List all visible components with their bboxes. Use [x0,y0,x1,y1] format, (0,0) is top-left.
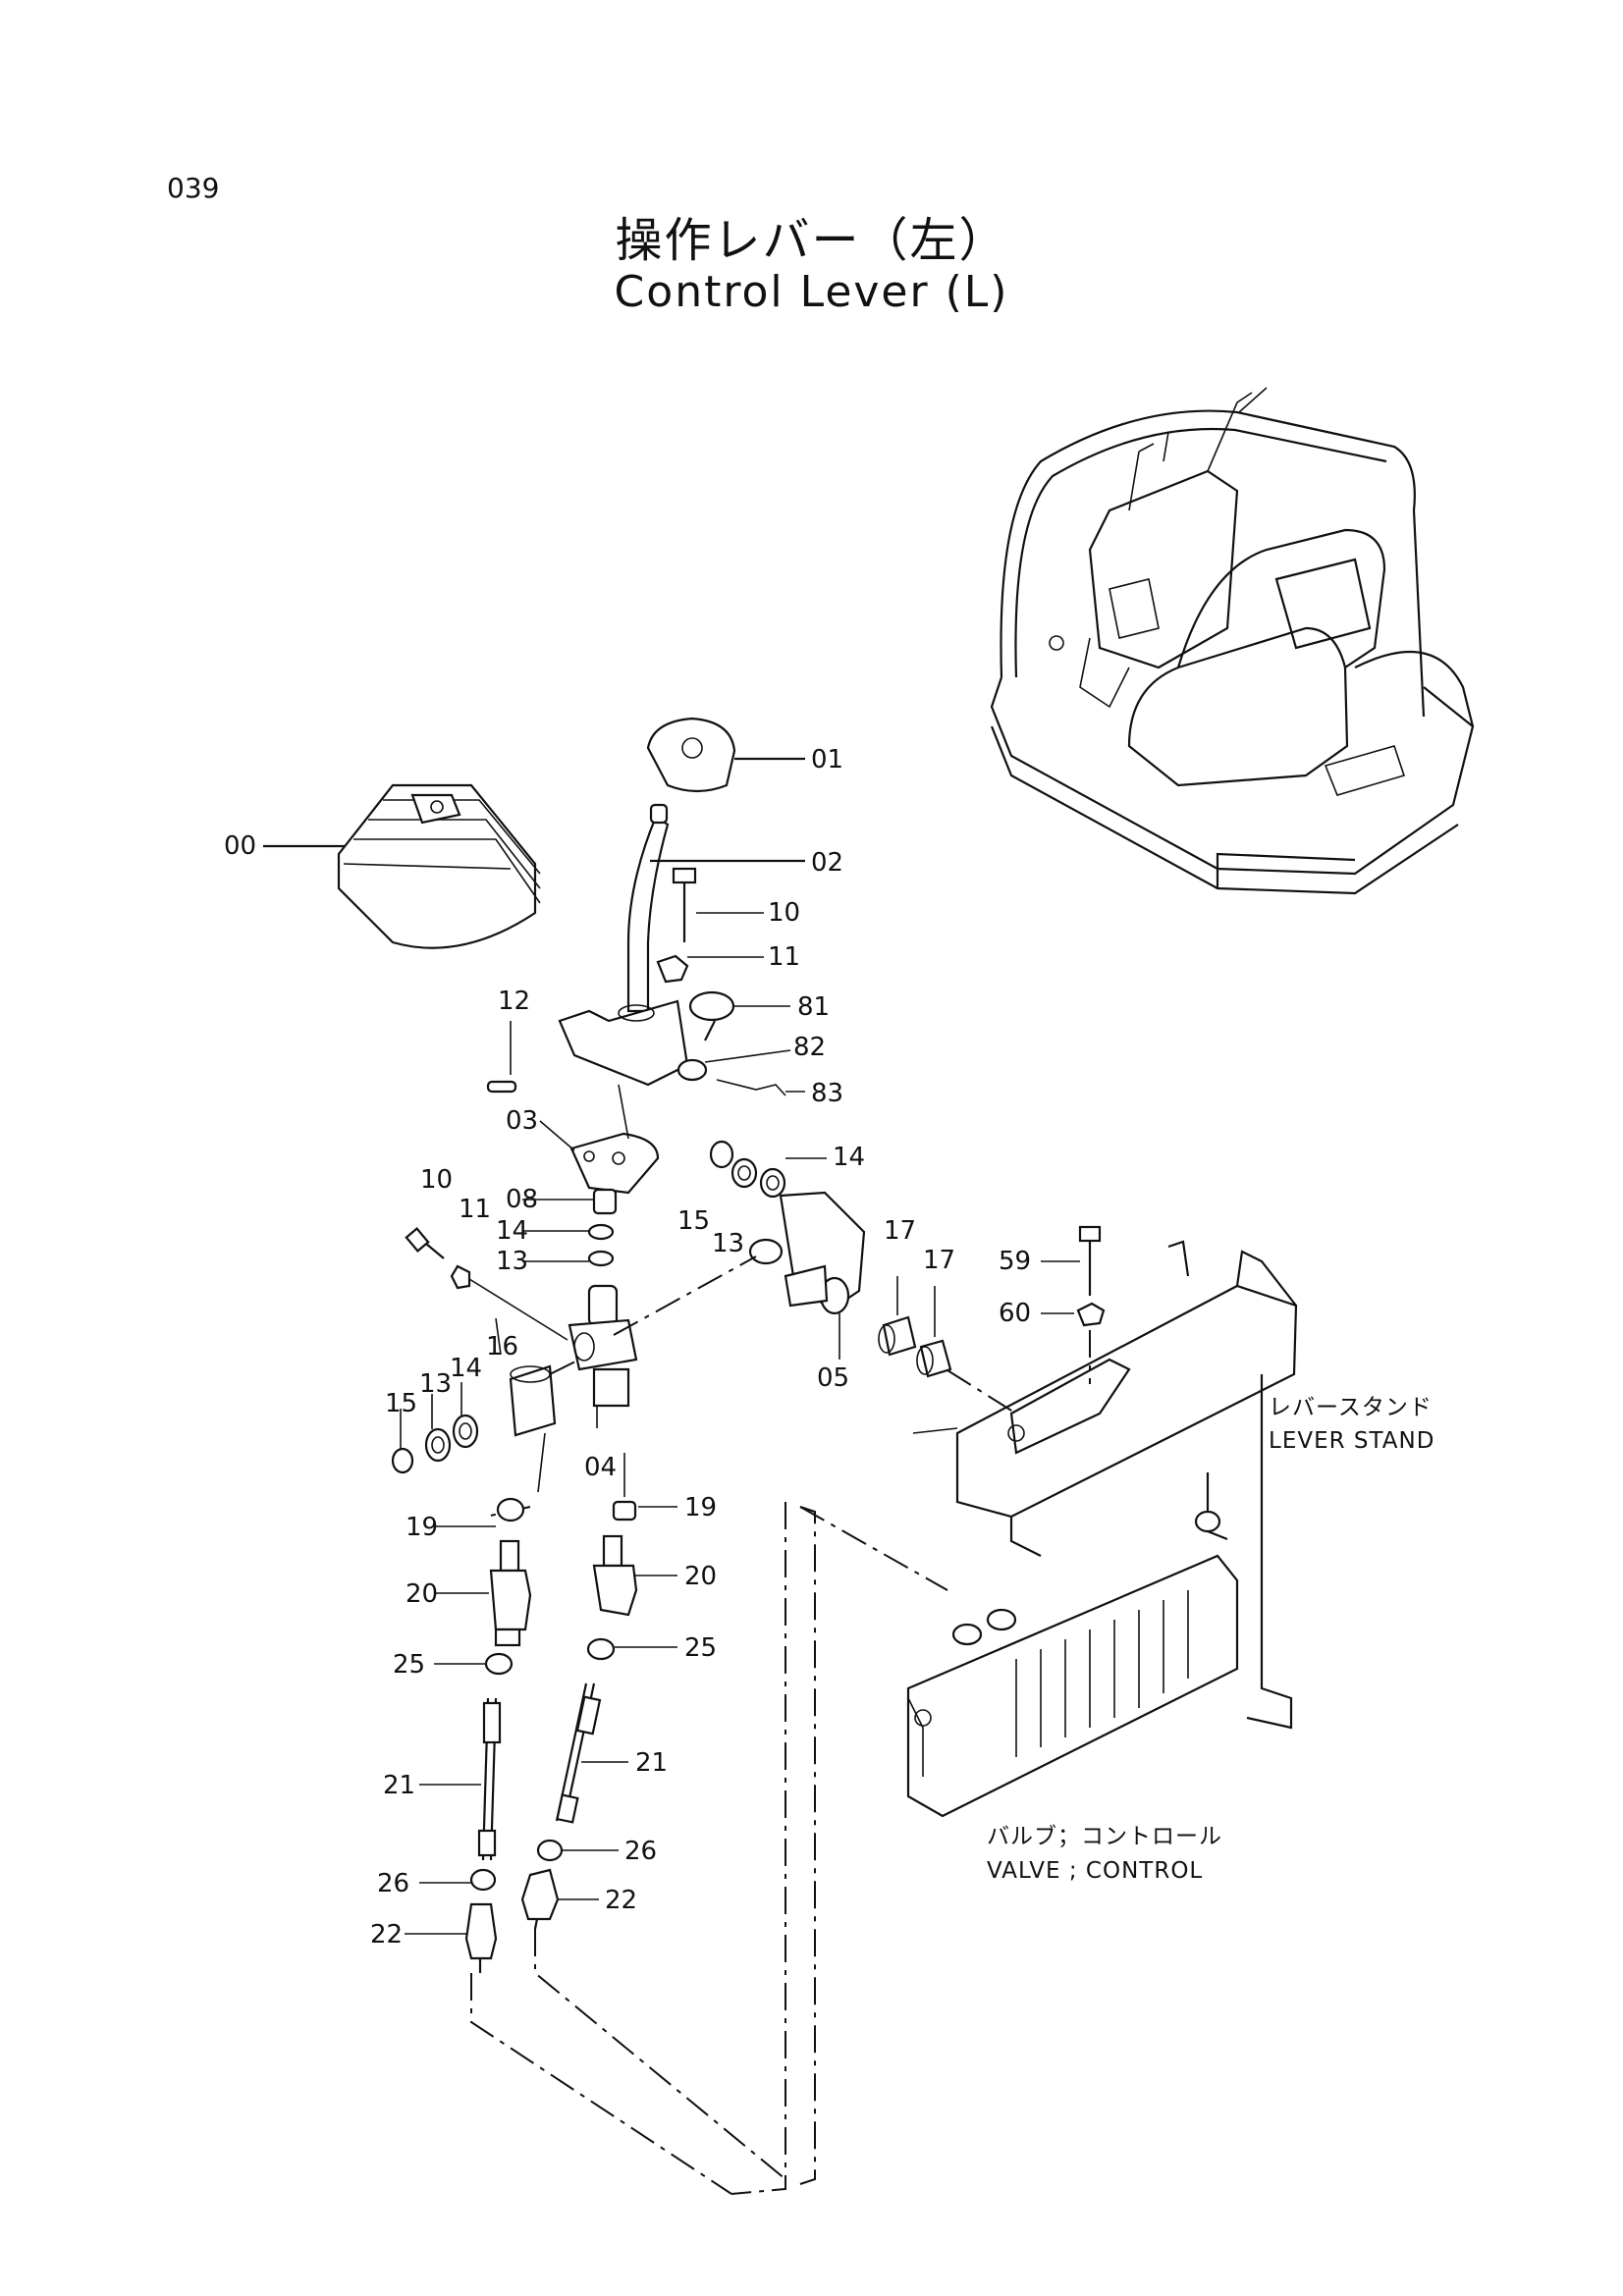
callout-22-right: 22 [605,1886,637,1915]
callout-10-left: 10 [420,1165,453,1195]
callout-60: 60 [999,1299,1031,1328]
lever-stand-label-ja: レバースタンド [1269,1395,1433,1420]
callout-10: 10 [768,898,800,928]
part-81-82-83-switch [676,990,805,1096]
part-15-13-14-washers-right [709,1140,827,1199]
callout-12: 12 [498,987,530,1016]
callout-02: 02 [811,848,843,878]
control-valve [906,1510,1239,1818]
callout-14: 14 [833,1143,865,1172]
part-01-knob [646,717,805,793]
part-08-14-13-center-washers [522,1188,618,1267]
callout-25-left: 25 [393,1650,425,1680]
callout-21-left: 21 [383,1771,415,1800]
callout-15: 15 [677,1206,710,1236]
callout-26-right: 26 [624,1837,657,1866]
callout-14-center: 14 [496,1216,528,1246]
part-03-plate [539,1084,660,1195]
callout-26-left: 26 [377,1869,409,1898]
callout-16: 16 [486,1332,518,1362]
callout-03: 03 [506,1106,538,1136]
callout-19-left: 19 [406,1513,438,1542]
part-00-rubber-boot [263,783,541,949]
part-10-11-left-bolt-nut [405,1227,568,1341]
callout-01: 01 [811,745,843,774]
title-japanese: 操作レバー（左） [615,213,1008,268]
callout-13: 13 [712,1229,744,1258]
lever-stand [912,1240,1298,1730]
part-12-pin [486,1021,517,1094]
callout-22-left: 22 [370,1920,403,1949]
valve-label-ja: バルブ；コントロール [987,1824,1222,1849]
left-rod-assembly [464,1432,546,1973]
machine-overview-illustration [990,387,1475,895]
callout-15-left: 15 [385,1389,417,1418]
callout-17-a: 17 [884,1216,916,1246]
callout-11: 11 [768,942,800,972]
callout-leaders [405,1506,677,1935]
linkage-routes [470,1502,948,2195]
part-05-17-bracket-bushings [613,1191,1017,1415]
callout-81: 81 [797,992,830,1022]
right-rod-assembly [520,1453,638,1930]
callout-20-left: 20 [406,1579,438,1609]
callout-17-b: 17 [923,1246,955,1275]
callout-59: 59 [999,1247,1031,1276]
part-10-11-upper-bolt-nut [656,867,764,984]
callout-00: 00 [224,831,256,861]
callout-19-right: 19 [684,1493,717,1522]
callout-83: 83 [811,1079,843,1108]
page-number: 039 [167,172,220,204]
part-02-lever [558,803,805,1087]
callout-05: 05 [817,1363,849,1393]
callout-08: 08 [506,1185,538,1214]
callout-25-right: 25 [684,1633,717,1663]
callout-13-left: 13 [419,1369,452,1399]
title-english: Control Lever (L) [614,267,1009,317]
callout-82: 82 [793,1033,826,1062]
part-04-16-joint-block [495,1284,638,1437]
lever-stand-label-en: LEVER STAND [1269,1428,1435,1454]
valve-label-en: VALVE ; CONTROL [987,1858,1204,1884]
callout-11-left: 11 [459,1195,491,1224]
part-15-13-14-washers-left [391,1382,479,1474]
callout-labels: 01 00 02 10 11 81 12 82 83 03 14 08 15 1… [224,745,1031,1949]
callout-13-center: 13 [496,1247,528,1276]
callout-14-left: 14 [450,1354,482,1383]
callout-21-right: 21 [635,1748,668,1778]
callout-20-right: 20 [684,1562,717,1591]
part-59-60-bolt-nut [1041,1225,1106,1384]
callout-04: 04 [584,1453,617,1482]
